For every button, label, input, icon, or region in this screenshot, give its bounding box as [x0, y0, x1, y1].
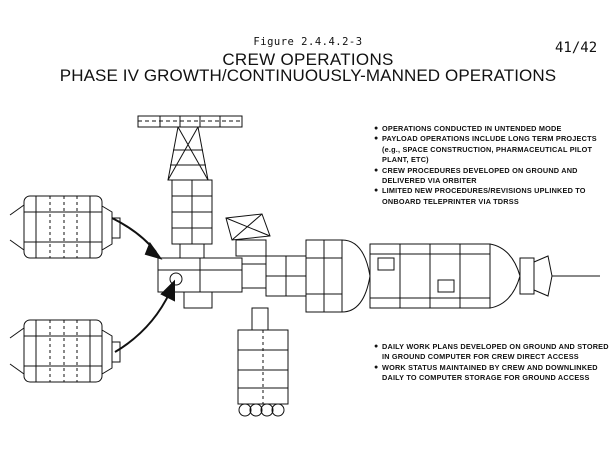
lower-logistics-module [237, 307, 289, 417]
title-line-1: CREW OPERATIONS [222, 50, 394, 69]
note-item: LIMITED NEW PROCEDURES/REVISIONS UPLINKE… [374, 186, 610, 207]
note-item: WORK STATUS MAINTAINED BY CREW AND DOWNL… [374, 363, 610, 384]
page-number: 41/42 [555, 40, 598, 56]
solar-array [137, 115, 243, 128]
notes-top-list: OPERATIONS CONDUCTED IN UNTENDED MODE PA… [374, 124, 610, 207]
docking-module-lower [9, 319, 121, 383]
note-item: PAYLOAD OPERATIONS INCLUDE LONG TERM PRO… [374, 134, 610, 165]
notes-bottom-list: DAILY WORK PLANS DEVELOPED ON GROUND AND… [374, 342, 610, 384]
central-hub [157, 255, 307, 309]
lattice-module [225, 213, 271, 257]
figure-number: Figure 2.4.4.2-3 [253, 36, 363, 48]
title-line-2: PHASE IV GROWTH/CONTINUOUSLY-MANNED OPER… [59, 66, 557, 85]
note-item: DAILY WORK PLANS DEVELOPED ON GROUND AND… [374, 342, 610, 363]
note-item: OPERATIONS CONDUCTED IN UNTENDED MODE [374, 124, 610, 135]
docking-module-upper [9, 195, 121, 259]
habitat-module [305, 239, 600, 313]
vertical-tower [167, 126, 213, 259]
docking-arrows [111, 217, 175, 353]
note-item: CREW PROCEDURES DEVELOPED ON GROUND AND … [374, 166, 610, 187]
